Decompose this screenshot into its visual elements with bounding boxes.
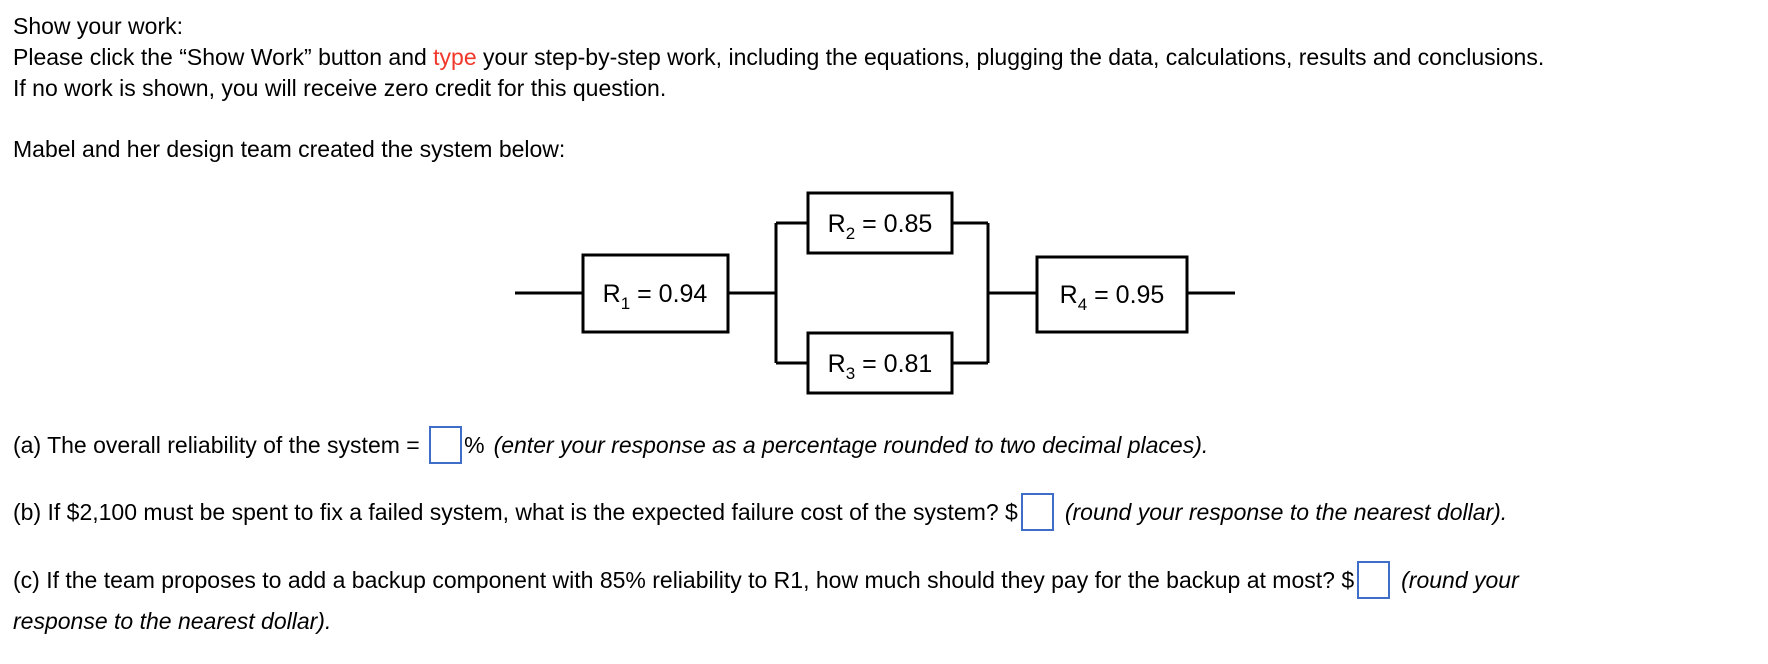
answer-input-a[interactable]	[429, 426, 463, 464]
question-a-note: (enter your response as a percentage rou…	[493, 431, 1209, 458]
component-label-r2: R2 = 0.85	[828, 210, 933, 243]
percent-sign: %	[464, 431, 485, 458]
question-c-text: (c) If the team proposes to add a backup…	[13, 566, 1355, 593]
question-b: (b) If $2,100 must be spent to fix a fai…	[13, 489, 1507, 535]
component-box-r3	[806, 331, 954, 395]
zero-credit-line: If no work is shown, you will receive ze…	[13, 75, 667, 101]
question-c-note-line2: response to the nearest dollar).	[13, 608, 332, 634]
component-label-r3: R3 = 0.81	[828, 350, 933, 383]
component-box-r4	[1035, 255, 1189, 334]
instruction-text-prefix: Please click the “Show Work” button and	[13, 44, 434, 70]
question-c-note-line1: (round your	[1401, 566, 1519, 593]
question-b-note: (round your response to the nearest doll…	[1064, 498, 1508, 525]
question-b-text: (b) If $2,100 must be spent to fix a fai…	[13, 498, 1018, 525]
show-work-heading: Show your work:	[13, 13, 184, 39]
answer-input-c[interactable]	[1357, 561, 1391, 599]
component-box-r2	[806, 191, 954, 255]
answer-input-b[interactable]	[1020, 493, 1054, 531]
question-a-text: (a) The overall reliability of the syste…	[13, 431, 427, 458]
component-label-r4: R4 = 0.95	[1060, 281, 1165, 314]
problem-intro: Mabel and her design team created the sy…	[13, 136, 566, 162]
reliability-block-diagram: R1 = 0.94 R2 = 0.85 R3 = 0.81 R4 = 0.95	[515, 191, 1235, 395]
component-box-r1	[581, 253, 730, 334]
instruction-line: Please click the “Show Work” button and …	[13, 43, 1544, 71]
question-a: (a) The overall reliability of the syste…	[13, 422, 1208, 468]
question-c: (c) If the team proposes to add a backup…	[13, 557, 1519, 603]
instruction-text-suffix: your step-by-step work, including the eq…	[476, 44, 1545, 70]
type-emphasis: type	[433, 44, 477, 70]
component-label-r1: R1 = 0.94	[603, 280, 708, 313]
